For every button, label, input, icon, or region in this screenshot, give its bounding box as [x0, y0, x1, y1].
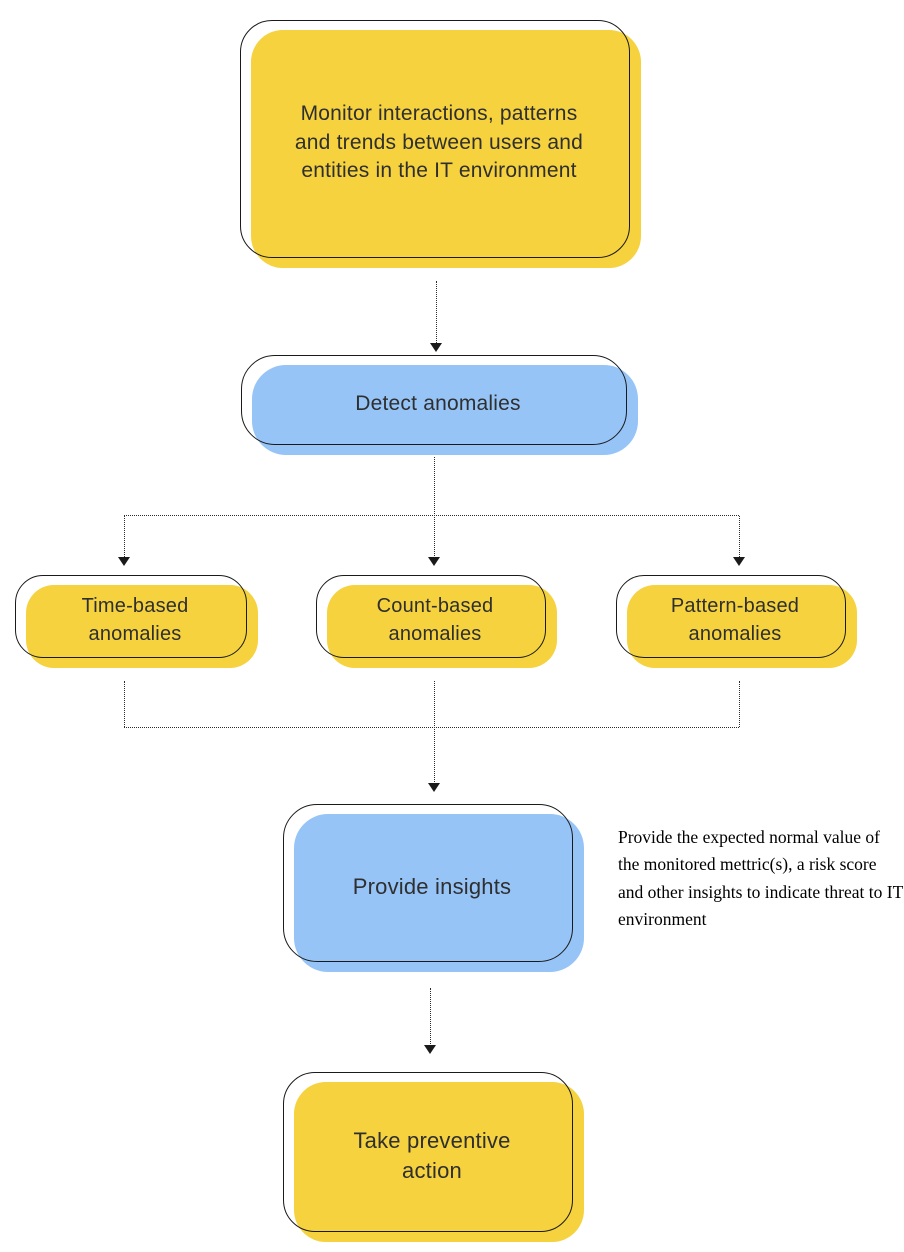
node-pattern-based-outline: [616, 575, 846, 658]
node-take-action-fill: [294, 1082, 584, 1242]
node-pattern-based-label: Pattern-based anomalies: [670, 594, 800, 645]
node-detect-fill: [252, 365, 638, 455]
node-count-based: Count-based anomalies: [316, 575, 557, 668]
arrowhead-down-icon: [428, 783, 440, 792]
node-count-based-label: Count-based anomalies: [376, 594, 494, 645]
node-pattern-based: Pattern-based anomalies: [616, 575, 857, 668]
node-take-action-outline: [283, 1072, 573, 1232]
node-detect-anomalies: Detect anomalies: [241, 355, 638, 455]
node-monitor-label: Monitor interactions, patterns and trend…: [294, 101, 584, 183]
node-count-based-outline: [316, 575, 546, 658]
node-provide-insights: Provide insights: [283, 804, 584, 972]
node-monitor-fill: [251, 30, 641, 268]
node-take-action-label: Take preventive action: [353, 1127, 511, 1183]
connector-branch-top: [124, 515, 739, 516]
arrowhead-down-icon: [428, 557, 440, 566]
node-take-action: Take preventive action: [283, 1072, 584, 1242]
node-provide-label: Provide insights: [352, 873, 512, 899]
connector-merge-right: [739, 681, 740, 727]
arrowhead-down-icon: [118, 557, 130, 566]
connector-branch-right: [739, 516, 740, 557]
arrowhead-down-icon: [733, 557, 745, 566]
node-time-based-label: Time-based anomalies: [81, 594, 189, 645]
arrowhead-down-icon: [430, 343, 442, 352]
connector-branch-left: [124, 516, 125, 557]
node-monitor-outline: [240, 20, 630, 258]
node-provide-fill: [294, 814, 584, 972]
node-detect-label: Detect anomalies: [355, 391, 521, 415]
connector-merge-bottom: [124, 727, 739, 728]
node-detect-outline: [241, 355, 627, 445]
node-monitor: Monitor interactions, patterns and trend…: [240, 20, 641, 268]
connector-merge-center: [434, 681, 435, 784]
node-time-based: Time-based anomalies: [15, 575, 258, 668]
connector-monitor-detect: [436, 281, 437, 343]
connector-detect-branch-center: [434, 457, 435, 558]
connector-provide-take: [430, 988, 431, 1046]
connector-merge-left: [124, 681, 125, 727]
arrowhead-down-icon: [424, 1045, 436, 1054]
node-time-based-outline: [15, 575, 247, 658]
annotation-provide-insights: Provide the expected normal value of the…: [618, 827, 903, 929]
node-provide-outline: [283, 804, 573, 962]
